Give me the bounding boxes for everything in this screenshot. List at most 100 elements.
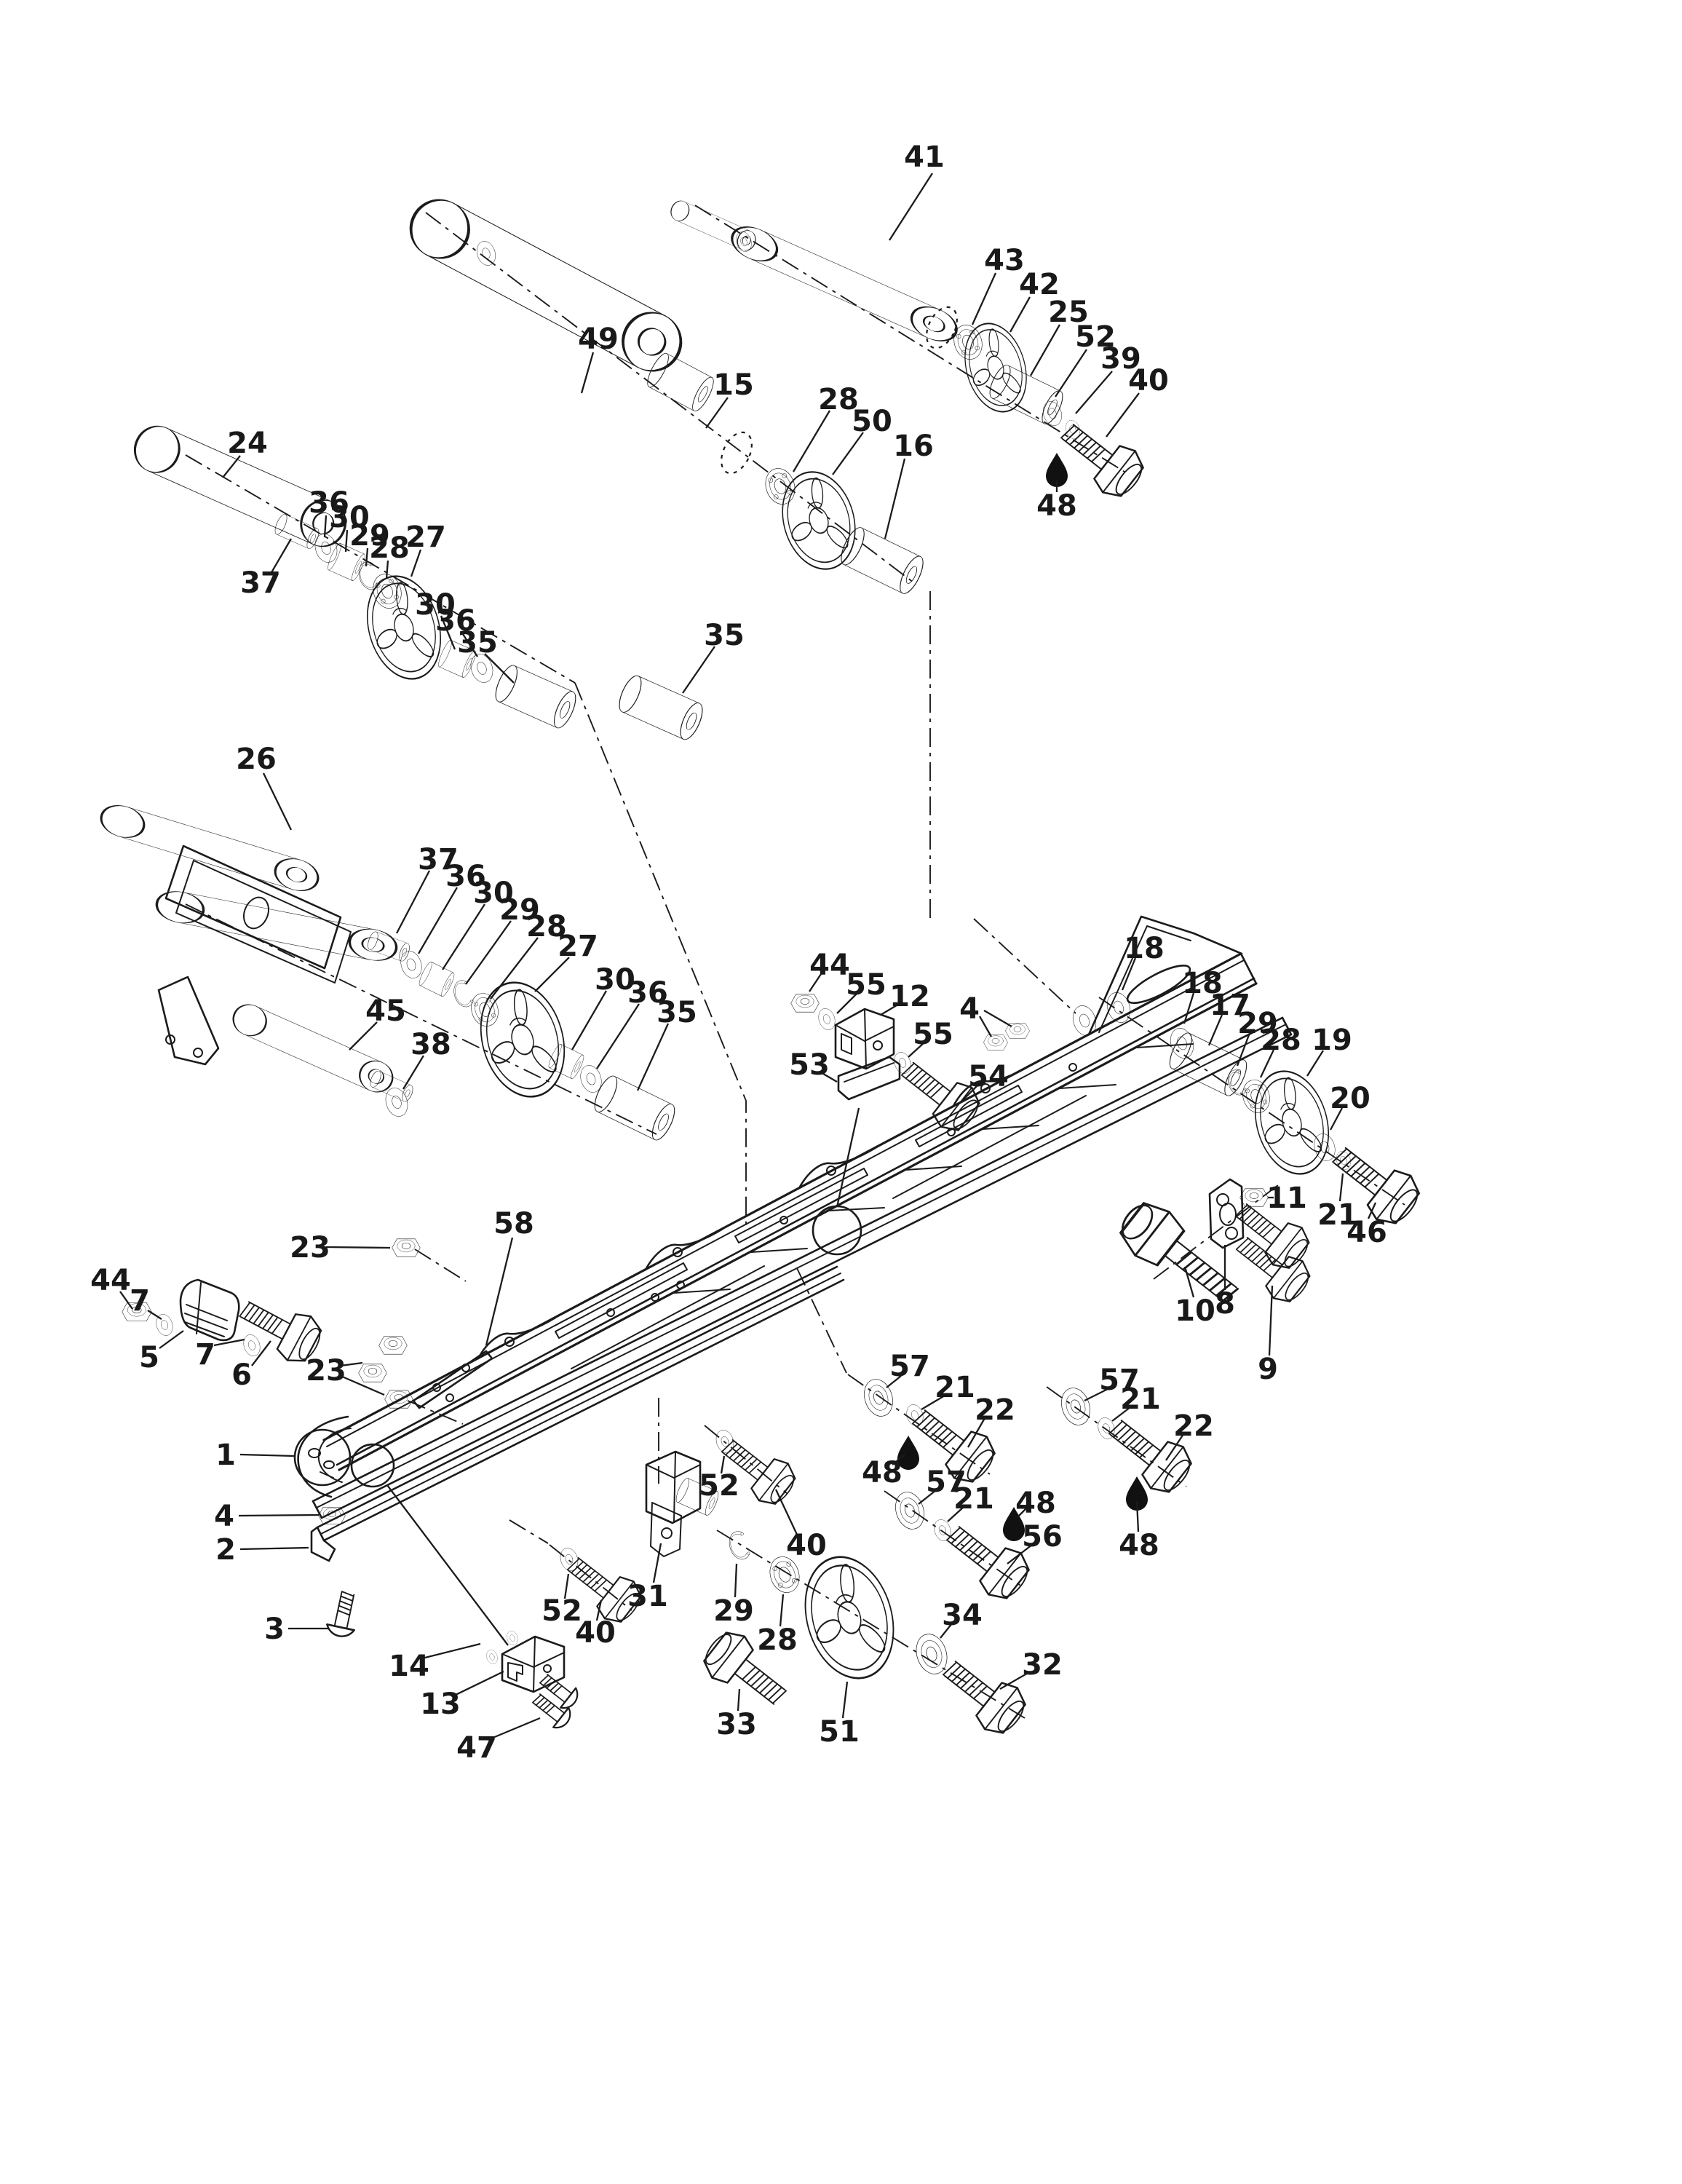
leader-line-33: [737, 1688, 741, 1712]
part-number-53: 53: [789, 1048, 830, 1082]
part-number-7: 7: [195, 1338, 215, 1372]
part-number-31: 31: [627, 1580, 668, 1613]
part-number-21: 21: [935, 1371, 975, 1404]
part-number-6: 6: [231, 1358, 252, 1392]
callout-52: 52: [542, 1573, 582, 1628]
leader-line-57: [1084, 1387, 1110, 1402]
nut-11: [1239, 1188, 1269, 1207]
damper-12-group: [790, 994, 1100, 1140]
leader-line-37: [270, 538, 292, 574]
leader-line-41: [889, 173, 933, 241]
part-number-44: 44: [809, 949, 850, 982]
screw-47b: [527, 1688, 576, 1733]
leader-line-32: [999, 1671, 1031, 1690]
washer-55a: [815, 1006, 838, 1032]
leader-line-21: [1338, 1173, 1344, 1202]
part-number-40: 40: [575, 1616, 616, 1650]
detail-leader-53: [836, 1107, 860, 1208]
part-number-57: 57: [926, 1465, 967, 1499]
lock-washer-14b: [484, 1648, 500, 1666]
part-number-7: 7: [130, 1284, 150, 1318]
part-number-35: 35: [457, 626, 498, 660]
callout-35: 35: [636, 996, 697, 1091]
leader-line-2: [239, 1546, 309, 1551]
part-number-22: 22: [1173, 1409, 1214, 1443]
callout-35: 35: [682, 619, 745, 694]
callout-47: 47: [456, 1717, 541, 1765]
leader-line-21: [947, 1506, 964, 1522]
stopper-block-5: [179, 1278, 240, 1342]
callout-57: 57: [918, 1465, 967, 1505]
nut-23a: [392, 1238, 421, 1257]
nut-23c: [358, 1364, 387, 1382]
callout-29: 29: [1236, 1007, 1278, 1067]
leader-line-28: [490, 937, 539, 1000]
leader-line-13: [452, 1670, 504, 1698]
callout-18: 18: [1121, 932, 1165, 991]
leader-line-29: [1236, 1032, 1251, 1067]
part-number-56: 56: [1022, 1520, 1063, 1554]
leader-line-53: [819, 1071, 838, 1083]
block-13-group: [484, 1629, 583, 1733]
callout-6: 6: [231, 1340, 271, 1392]
washer-36c: [397, 948, 426, 981]
part-number-36: 36: [445, 860, 486, 893]
callout-27: 27: [534, 930, 598, 992]
part-number-47: 47: [456, 1731, 497, 1765]
part-number-22: 22: [975, 1393, 1015, 1427]
leader-line-6: [251, 1340, 271, 1366]
leader-line-18: [1121, 957, 1137, 991]
part-number-29: 29: [713, 1594, 754, 1628]
part-number-45: 45: [365, 994, 406, 1028]
leader-line-56: [1007, 1544, 1033, 1564]
part-number-13: 13: [420, 1688, 461, 1721]
shaft-41-tip: [667, 197, 759, 254]
part-number-3: 3: [264, 1613, 285, 1646]
part-number-16: 16: [893, 430, 934, 463]
leader-line-26: [262, 772, 293, 831]
shaft-49-collar: [473, 238, 499, 269]
callout-53: 53: [789, 1048, 838, 1083]
part-number-23: 23: [306, 1354, 346, 1388]
leader-line-24: [222, 455, 241, 478]
part-number-10: 10: [1175, 1294, 1215, 1328]
part-number-41: 41: [904, 141, 945, 174]
rail-assembly: [297, 915, 1293, 1519]
part-number-26: 26: [236, 743, 277, 776]
part-number-32: 32: [1022, 1648, 1063, 1682]
callout-30: 30: [415, 588, 456, 650]
part-number-50: 50: [852, 405, 892, 438]
part-number-21: 21: [953, 1482, 994, 1516]
callout-36: 36: [418, 860, 486, 954]
idler-wheel-42: [954, 315, 1037, 420]
leader-line-52: [563, 1573, 570, 1599]
flange-31: [650, 1502, 682, 1557]
leader-line-30: [571, 990, 607, 1051]
callout-27: 27: [405, 521, 446, 577]
callout-30: 30: [571, 963, 635, 1051]
part-number-30: 30: [473, 877, 514, 910]
leader-line-27: [534, 957, 570, 992]
screw-47a: [534, 1668, 583, 1714]
leader-line-23: [340, 1361, 363, 1367]
callout-44: 44: [809, 949, 850, 992]
part-number-29: 29: [499, 893, 540, 927]
part-number-27: 27: [558, 930, 598, 963]
leader-line-28: [1259, 1049, 1275, 1078]
callout-24: 24: [222, 427, 268, 478]
part-number-44: 44: [90, 1264, 131, 1297]
bracket-31-group: [645, 1450, 721, 1557]
part-number-18: 18: [1124, 932, 1165, 965]
leader-line-40: [1106, 392, 1140, 438]
part-number-37: 37: [240, 566, 281, 600]
part-number-24: 24: [227, 427, 268, 460]
callout-28: 28: [793, 383, 859, 472]
part-number-34: 34: [942, 1599, 983, 1632]
callout-37: 37: [395, 843, 459, 934]
part-number-54: 54: [968, 1060, 1009, 1093]
leader-line-48: [1135, 1500, 1140, 1532]
part-number-14: 14: [389, 1650, 429, 1683]
part-number-48: 48: [1119, 1529, 1159, 1562]
leader-line-42: [1009, 296, 1031, 333]
